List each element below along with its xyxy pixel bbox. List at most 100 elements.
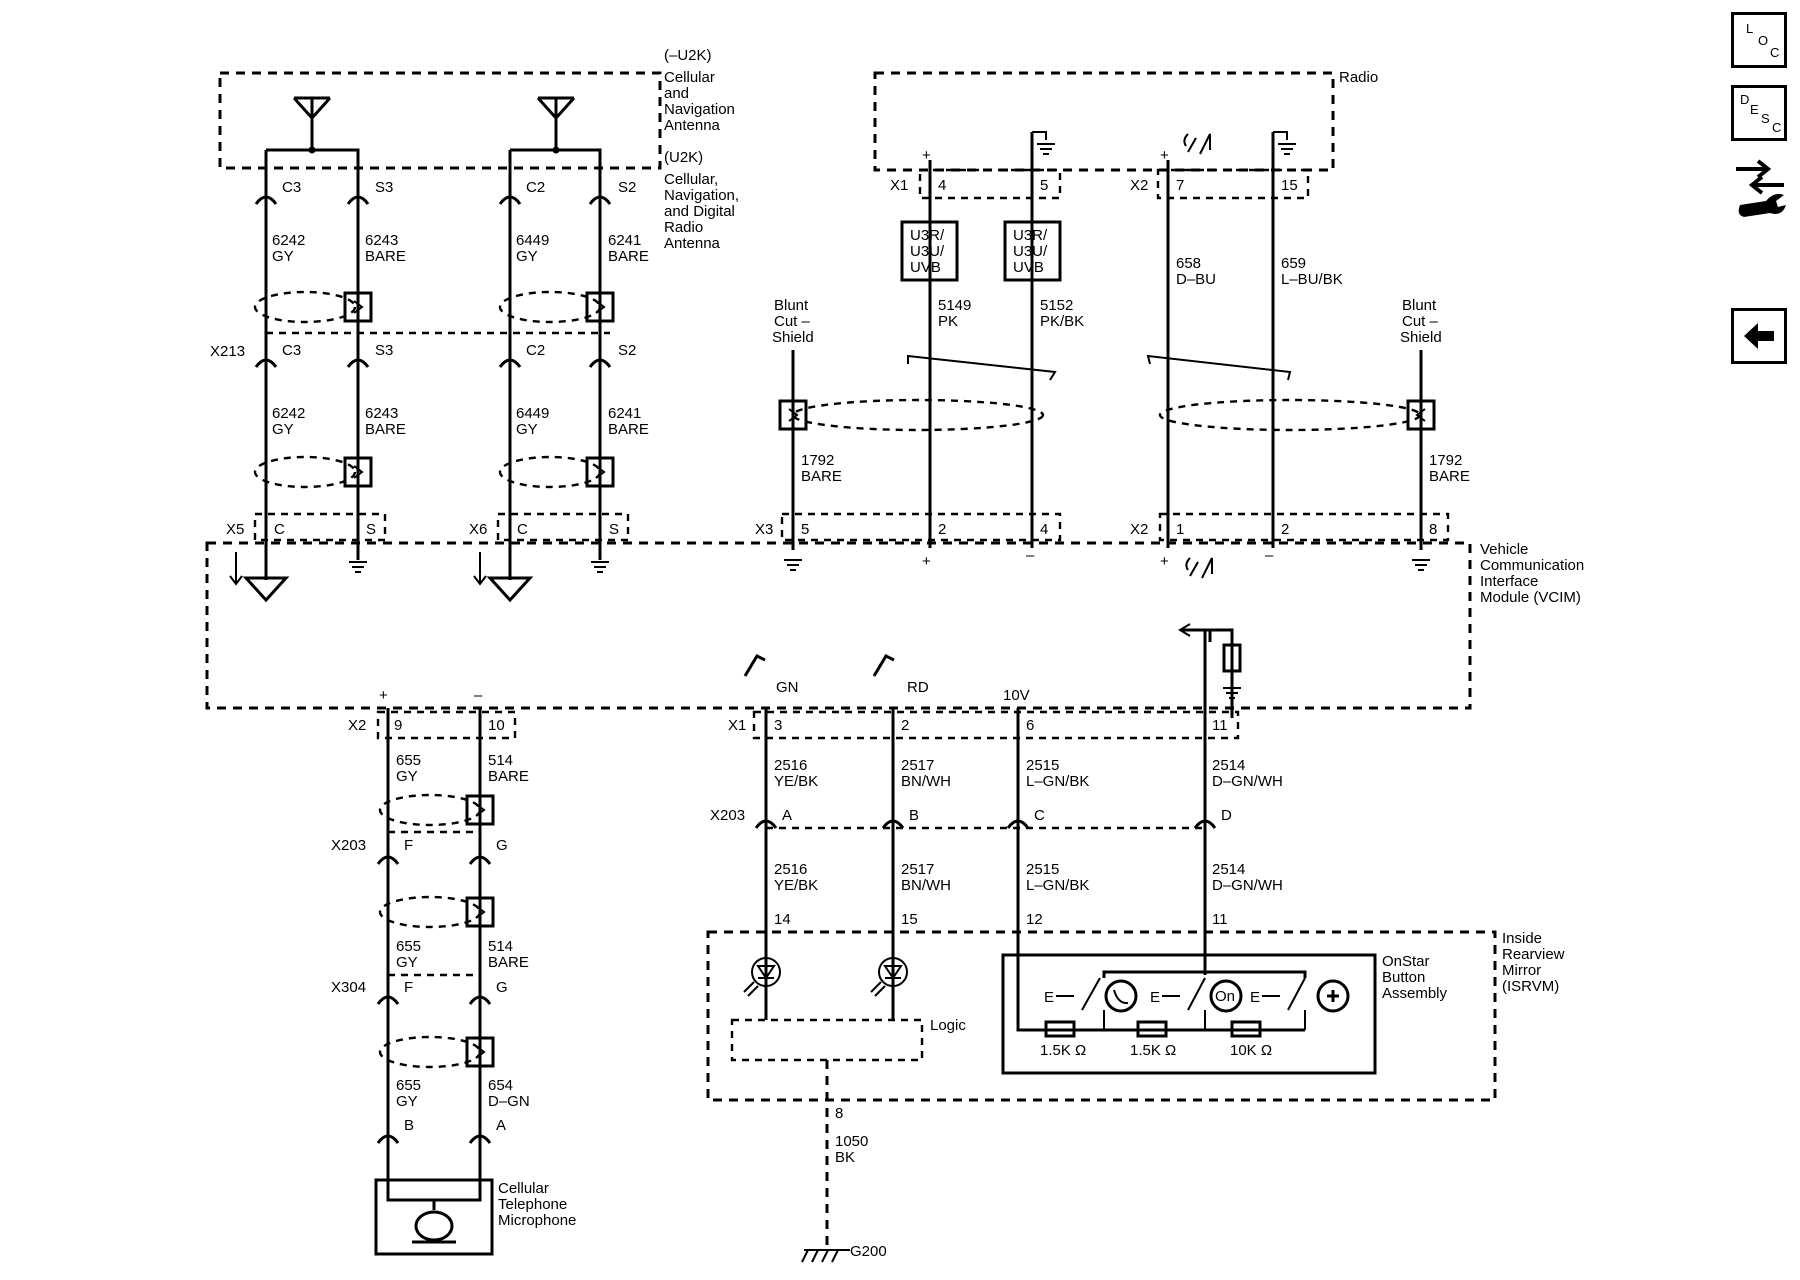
- connector-label: X3: [755, 521, 773, 538]
- wire-circuit: 2515: [1026, 757, 1059, 774]
- wire-circuit: 5152: [1040, 297, 1073, 314]
- vcim-label-line-4: Module (VCIM): [1480, 589, 1581, 606]
- wire-circuit: 6243: [365, 405, 398, 422]
- wire-color: GY: [396, 1093, 418, 1110]
- wire-circuit: 654: [488, 1077, 513, 1094]
- vcim-module: Vehicle Communication Interface Module (…: [205, 541, 1584, 718]
- pin-label: S3: [375, 179, 393, 196]
- location-button[interactable]: L O C: [1731, 12, 1787, 68]
- signal-label: GN: [776, 679, 799, 696]
- wire-color: D–BU: [1176, 271, 1216, 288]
- minus-sign: –: [1026, 547, 1035, 564]
- wire-color: L–GN/BK: [1026, 877, 1089, 894]
- pin-label: 8: [1429, 521, 1437, 538]
- connector-label: X6: [469, 521, 487, 538]
- microphone-label-line-1: Cellular: [498, 1180, 549, 1197]
- wire-circuit: 6241: [608, 405, 641, 422]
- wire-circuit: 6241: [608, 232, 641, 249]
- vcim-label-line-2: Communication: [1480, 557, 1584, 574]
- wire-color: YE/BK: [774, 773, 818, 790]
- wire-color: D–GN/WH: [1212, 877, 1283, 894]
- antenna-option-1: (–U2K): [664, 47, 712, 64]
- wire-circuit: 655: [396, 938, 421, 955]
- description-button[interactable]: D E S C: [1731, 85, 1787, 141]
- logic-label: Logic: [930, 1017, 966, 1034]
- microphone-signal-icon: [1185, 557, 1213, 579]
- minus-sign: –: [474, 687, 483, 704]
- wire-circuit: 6449: [516, 405, 549, 422]
- minus-sign: –: [1265, 547, 1274, 564]
- wire-color: BARE: [608, 421, 649, 438]
- option-code-line-1: U3R/: [910, 227, 945, 244]
- pin-label: C3: [282, 342, 301, 359]
- wire-color: GY: [516, 248, 538, 265]
- antenna-name-1-line-3: Navigation: [664, 101, 735, 118]
- wire-color: BK: [835, 1149, 855, 1166]
- pin-label: 11: [1212, 911, 1228, 928]
- resistor-label: 10K Ω: [1230, 1042, 1272, 1059]
- antenna-icon: [292, 96, 332, 150]
- connector-label: X2: [348, 717, 366, 734]
- wire-color: GY: [396, 954, 418, 971]
- vcim-label-line-1: Vehicle: [1480, 541, 1528, 558]
- diagnostic-wrench-icon[interactable]: [1730, 155, 1790, 221]
- pin-label: 11: [1212, 717, 1228, 734]
- pin-label: D: [1221, 807, 1232, 824]
- microphone-circuit: X2 9 10 655 GY 514 BARE X203 F G 655 GY …: [331, 708, 576, 1256]
- antenna-name-1-line-4: Antenna: [664, 117, 721, 134]
- wire-color: PK/BK: [1040, 313, 1084, 330]
- antenna-name-2-line-5: Antenna: [664, 235, 721, 252]
- wire-circuit: 514: [488, 752, 513, 769]
- plus-sign: +: [922, 147, 931, 164]
- isrvm-label-line-3: Mirror: [1502, 962, 1541, 979]
- blunt-cut-line-2: Cut –: [1402, 313, 1439, 330]
- pin-label: 5: [1040, 177, 1048, 194]
- option-code-line-2: U3U/: [1013, 243, 1048, 260]
- wire-circuit: 2517: [901, 757, 934, 774]
- wire-circuit: 514: [488, 938, 513, 955]
- pin-label: 1: [1176, 521, 1184, 538]
- wire-circuit: 658: [1176, 255, 1201, 272]
- connector-label: X213: [210, 343, 245, 360]
- wire-color: GY: [396, 768, 418, 785]
- wire-circuit: 2514: [1212, 757, 1245, 774]
- wire-color: GY: [272, 248, 294, 265]
- back-arrow-icon: [1744, 323, 1774, 349]
- wire-color: GY: [272, 421, 294, 438]
- connector-label: X1: [890, 177, 908, 194]
- back-button[interactable]: [1731, 308, 1787, 364]
- wire-circuit: 6242: [272, 232, 305, 249]
- wire-color: BARE: [365, 421, 406, 438]
- pin-label: B: [404, 1117, 414, 1134]
- desc-letter: C: [1772, 120, 1782, 135]
- pin-label: A: [782, 807, 792, 824]
- wire-color: BARE: [608, 248, 649, 265]
- pin-label: 15: [901, 911, 918, 928]
- option-code-line-1: U3R/: [1013, 227, 1048, 244]
- isrvm-label-line-4: (ISRVM): [1502, 978, 1559, 995]
- isrvm-label-line-1: Inside: [1502, 930, 1542, 947]
- radio-label: Radio: [1339, 69, 1378, 86]
- pin-label: S: [609, 521, 619, 538]
- microphone-icon: [414, 1210, 454, 1242]
- onstar-label-line-1: OnStar: [1382, 953, 1430, 970]
- ground-label: G200: [850, 1243, 887, 1260]
- pin-label: G: [496, 837, 508, 854]
- option-code-line-3: UVB: [1013, 259, 1044, 276]
- wire-circuit: 655: [396, 1077, 421, 1094]
- plus-sign: +: [1160, 147, 1169, 164]
- wire-color: BARE: [365, 248, 406, 265]
- antenna-name-2-line-2: Navigation,: [664, 187, 739, 204]
- pin-label: C3: [282, 179, 301, 196]
- pin-label: C2: [526, 342, 545, 359]
- wire-color: BARE: [488, 954, 529, 971]
- wire-circuit: 6449: [516, 232, 549, 249]
- pin-label: 9: [394, 717, 402, 734]
- pin-label: A: [496, 1117, 506, 1134]
- antenna-name-2-line-1: Cellular,: [664, 171, 718, 188]
- antenna-name-1-line-2: and: [664, 85, 689, 102]
- pin-label: 4: [1040, 521, 1048, 538]
- wire-color: BARE: [1429, 468, 1470, 485]
- pin-label: S: [366, 521, 376, 538]
- antenna-cables: C3 S3 C2 S2 6242 GY 6243 BARE 6449 GY 62…: [210, 170, 649, 603]
